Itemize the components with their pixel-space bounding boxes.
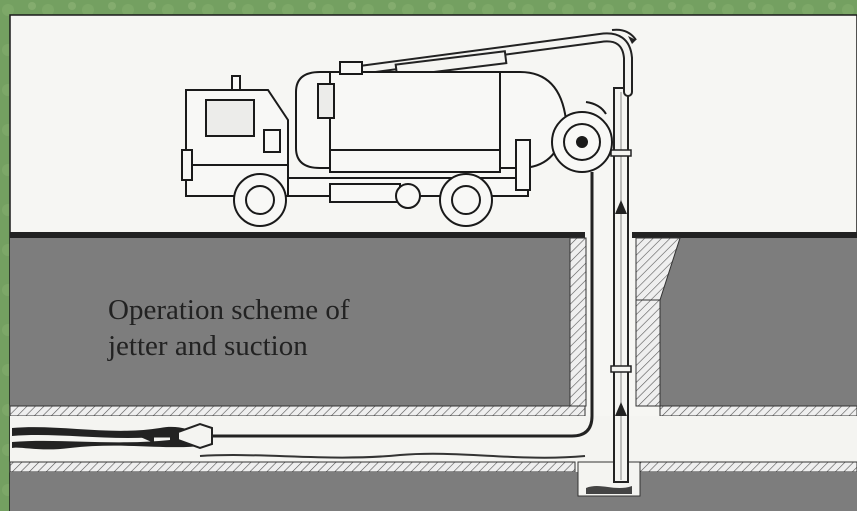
- suction-pipe-joint-2: [611, 366, 631, 372]
- pipe-top-wall-left: [10, 406, 585, 416]
- road-surface-right: [632, 232, 857, 238]
- road-surface-left: [10, 232, 585, 238]
- pipe-bottom-wall-left: [10, 462, 575, 472]
- pipe-bottom-wall-right: [640, 462, 857, 472]
- truck-bumper: [182, 150, 192, 180]
- water-pump: [330, 184, 400, 202]
- soil-bottom: [10, 472, 857, 511]
- caption-line-2: jetter and suction: [108, 328, 528, 364]
- tank-hatch: [340, 62, 362, 74]
- truck-door-handle: [264, 130, 280, 152]
- diagram-caption: Operation scheme of jetter and suction: [108, 292, 528, 364]
- truck-windshield: [206, 100, 254, 136]
- suction-pipe-joint-1: [611, 150, 631, 156]
- tank-sight-glass: [318, 84, 334, 118]
- manhole-wall-left: [570, 238, 586, 406]
- rear-ladder: [516, 140, 530, 190]
- caption-line-1: Operation scheme of: [108, 292, 528, 328]
- pipe-top-wall-right: [660, 406, 857, 416]
- pump-drum: [396, 184, 420, 208]
- cab-beacon: [232, 76, 240, 90]
- side-equipment-box: [330, 150, 500, 172]
